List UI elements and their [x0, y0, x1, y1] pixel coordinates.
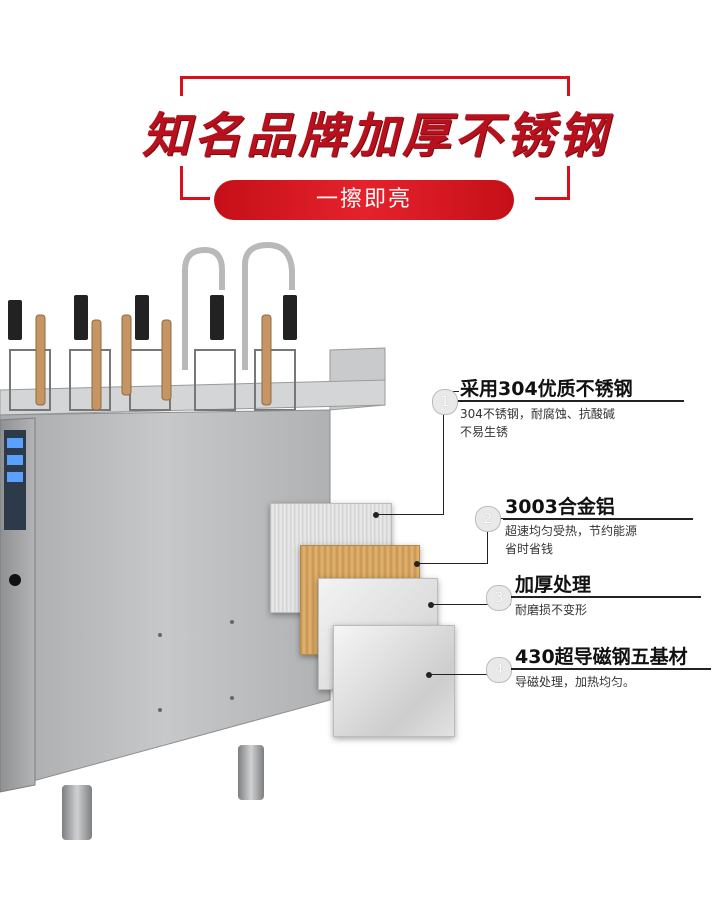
- noodle-cooker-image: [0, 241, 386, 840]
- feature-description: 304不锈钢，耐腐蚀、抗酸碱 不易生锈: [460, 405, 690, 441]
- feature-number-badge: 3: [486, 585, 512, 611]
- header-subtitle-pill: 一擦即亮: [214, 180, 514, 220]
- header-title: 知名品牌加厚不锈钢: [120, 96, 632, 166]
- feature-title: 3003合金铝: [505, 496, 615, 518]
- feature-description-line: 304不锈钢，耐腐蚀、抗酸碱: [460, 407, 615, 421]
- feature-description-line: 省时省钱: [505, 542, 554, 556]
- magnetic-steel-layer: [333, 625, 455, 737]
- marker-dot: [414, 561, 420, 567]
- feature-title: 430超导磁钢五基材: [515, 646, 688, 668]
- marker-dot: [373, 512, 379, 518]
- leader-line: [431, 604, 511, 605]
- feature-title: 加厚处理: [515, 574, 592, 596]
- leader-line: [376, 514, 444, 515]
- feature-description-line: 不易生锈: [460, 425, 509, 439]
- marker-dot: [428, 602, 434, 608]
- feature-divider: [511, 596, 701, 598]
- feature-number-badge: 2: [475, 506, 501, 532]
- feature-description: 超速均匀受热，节约能源 省时省钱: [505, 522, 705, 558]
- marker-dot: [426, 672, 432, 678]
- leader-line: [417, 563, 487, 564]
- feature-description: 导磁处理，加热均匀。: [515, 675, 636, 689]
- feature-divider: [511, 668, 711, 670]
- leader-line: [487, 518, 488, 564]
- leader-line: [443, 391, 444, 515]
- feature-description: 耐磨损不变形: [515, 603, 588, 617]
- leader-line: [429, 674, 509, 675]
- feature-divider: [503, 518, 693, 520]
- feature-divider: [458, 400, 684, 402]
- feature-description-line: 超速均匀受热，节约能源: [505, 524, 638, 538]
- feature-number-badge: 1: [432, 389, 458, 415]
- feature-title: 采用304优质不锈钢: [460, 378, 633, 400]
- feature-number-badge: 4: [486, 657, 512, 683]
